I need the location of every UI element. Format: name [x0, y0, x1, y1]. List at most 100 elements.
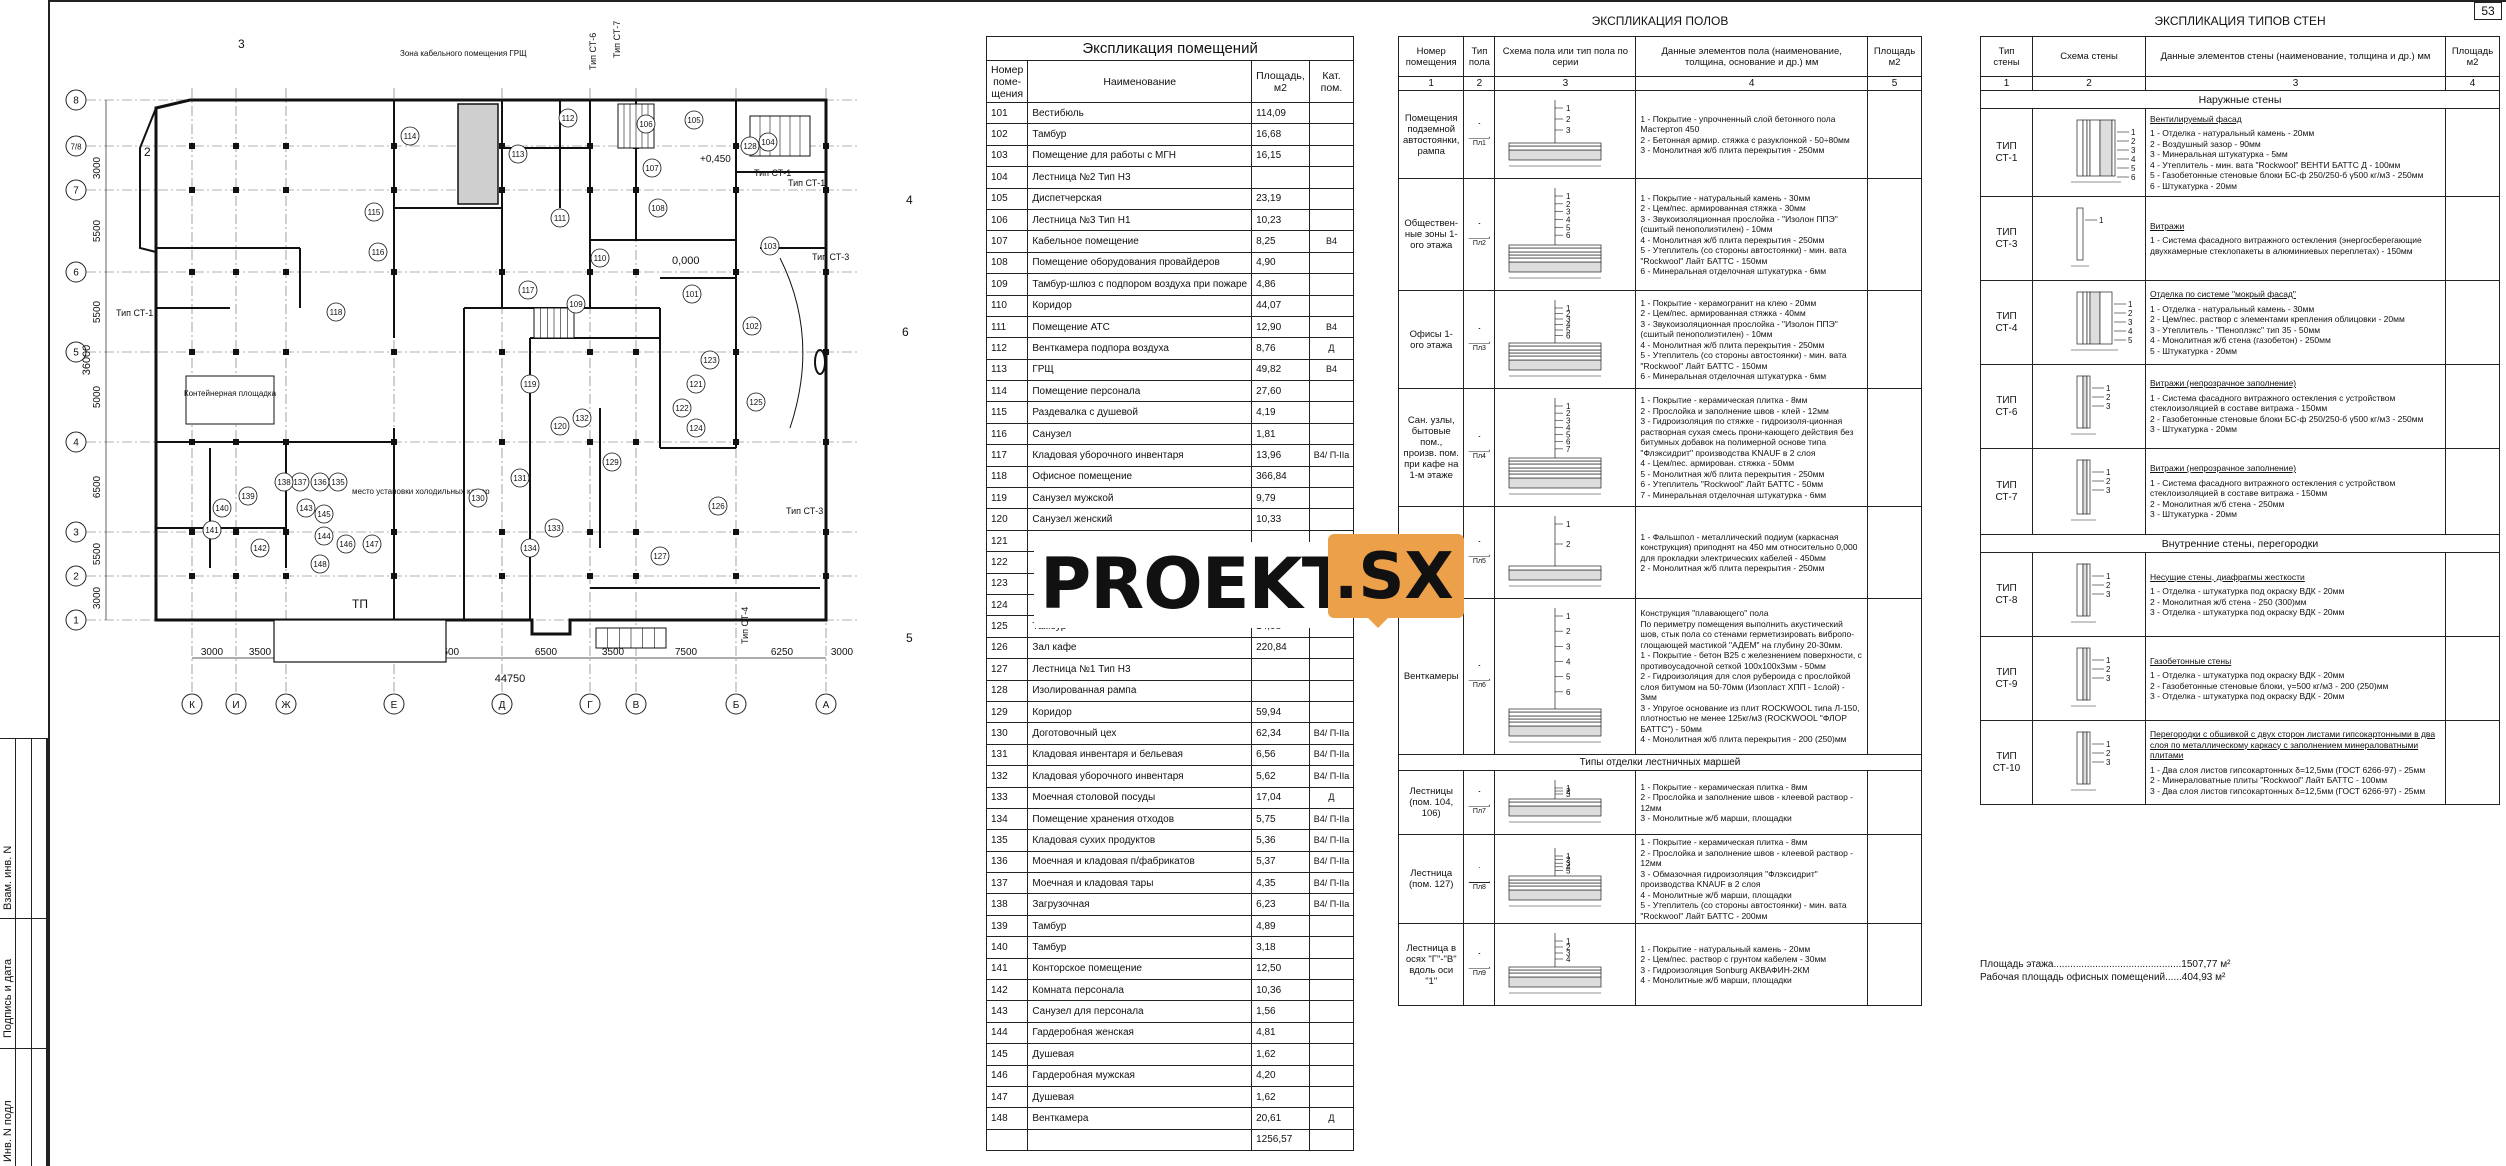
floors-col-header: Схема пола или тип пола по серии	[1494, 36, 1637, 77]
room-tag-number: 142	[253, 544, 267, 553]
room-number: 120	[985, 508, 1029, 531]
room-tag-number: 122	[675, 404, 689, 413]
svg-text:4: 4	[1566, 423, 1571, 432]
svg-text:1: 1	[1566, 192, 1571, 201]
room-name: Тамбур	[1027, 123, 1253, 146]
wall-layer-line: 1 - Система фасадного витражного остекле…	[2150, 235, 2422, 256]
svg-text:6: 6	[2131, 173, 2136, 182]
svg-text:4: 4	[1566, 955, 1571, 964]
svg-text:2: 2	[1566, 115, 1571, 124]
room-number: 101	[985, 101, 1029, 125]
floor-layer-line: 7 - Минеральная отделочная штукатурка - …	[1640, 489, 1827, 500]
room-number: 146	[985, 1064, 1029, 1087]
wall-layer-line: 3 - Минеральная штукатурка - 5мм	[2150, 149, 2288, 160]
wall-type-tag: Тип СТ-6	[588, 33, 598, 70]
room-name: Кладовая уборочного инвентаря	[1027, 444, 1253, 467]
floor-layer-line: 2 - Прослойка и заполнение швов - клеево…	[1640, 847, 1854, 869]
room-area: 1,62	[1251, 1043, 1310, 1066]
room-number: 148	[985, 1107, 1029, 1130]
svg-text:2: 2	[1566, 856, 1571, 865]
floor-layer-line: 1 - Покрытие - натуральный камень - 30мм	[1640, 192, 1811, 203]
floor-room-name: Венткамеры	[1397, 598, 1465, 755]
structural-column	[499, 573, 505, 579]
room-area	[1251, 658, 1310, 681]
room-number: 137	[985, 872, 1029, 895]
floor-area-cell	[1867, 290, 1922, 389]
room-number: 147	[985, 1085, 1029, 1109]
room-area: 27,60	[1251, 380, 1310, 403]
room-area: 3,18	[1251, 936, 1310, 959]
room-area: 9,79	[1251, 487, 1310, 510]
room-name: Душевая	[1027, 1085, 1253, 1109]
room-tag	[700, 350, 720, 370]
room-category	[1308, 422, 1355, 446]
structural-column	[233, 349, 239, 355]
room-number: 108	[985, 251, 1029, 275]
dimension-value: 6500	[92, 475, 103, 498]
svg-text:1: 1	[1566, 402, 1571, 411]
axis-label: И	[232, 700, 239, 711]
floor-room-name: Обществен-ные зоны 1-ого этажа	[1397, 178, 1465, 291]
svg-text:1: 1	[2106, 468, 2111, 477]
svg-text:1: 1	[2099, 216, 2104, 225]
room-category	[1308, 658, 1355, 681]
room-name: Санузел для персонала	[1027, 1000, 1253, 1023]
axis-label: 8	[73, 96, 79, 107]
room-number: 128	[985, 679, 1029, 702]
svg-text:5: 5	[1566, 672, 1571, 681]
room-name: Помещение для работы с МГН	[1027, 144, 1253, 168]
room-tag	[544, 518, 564, 538]
watermark-logo: PROEKT .SX	[1034, 534, 1466, 628]
walls-subheader: Наружные стены	[1980, 90, 2500, 109]
room-tag-number: 145	[317, 510, 331, 519]
svg-text:5: 5	[1566, 223, 1571, 232]
room-number: 106	[985, 208, 1029, 232]
structural-column	[189, 269, 195, 275]
room-area: 10,23	[1251, 208, 1310, 232]
room-area: 59,94	[1251, 700, 1310, 724]
walls-subheader-row: Внутренние стены, перегородки	[1980, 534, 2500, 553]
svg-text:6: 6	[1566, 437, 1571, 446]
floor-layer-line: 1 - Покрытие - упрочненный слой бетонног…	[1640, 113, 1836, 135]
walls-subheader-row: Наружные стены	[1980, 90, 2500, 109]
room-area: 4,86	[1251, 273, 1310, 296]
room-category	[1308, 251, 1355, 275]
svg-text:4: 4	[1566, 657, 1571, 666]
floor-type-marker	[1468, 222, 1491, 239]
rooms-table-title: Экспликация помещений	[985, 36, 1355, 61]
axis-bubble	[383, 693, 405, 715]
section-mark: 5	[906, 631, 913, 645]
svg-text:2: 2	[1566, 199, 1571, 208]
axis-label: 3	[73, 528, 79, 539]
room-tag	[686, 418, 706, 438]
wall-group-heading: Отделка по системе "мокрый фасад"	[2150, 289, 2296, 299]
room-tag	[636, 114, 656, 134]
room-category: В4/ П-IIа	[1308, 893, 1355, 916]
room-category	[1308, 144, 1355, 168]
room-name: Вестибюль	[1027, 101, 1253, 125]
room-tag-number: 119	[524, 380, 537, 389]
walls-col-header: Схема стены	[2032, 36, 2146, 77]
axis-bubble	[275, 693, 297, 715]
room-tag	[364, 202, 384, 222]
room-area: 8,76	[1251, 337, 1310, 360]
floor-layer-line: По периметру помещения выполнить акустич…	[1640, 618, 1855, 650]
room-category	[1308, 401, 1355, 424]
floor-layer-line: 3 - Звукоизоляционная прослойка - "Изоло…	[1640, 213, 1838, 235]
exterior-wall	[139, 107, 157, 253]
room-tag-number: 141	[205, 526, 219, 535]
svg-text:1: 1	[2131, 128, 2136, 137]
floor-layer-line: 5 - Монолитная ж/б плита перекрытия - 25…	[1640, 468, 1825, 479]
floor-layer-line: 2 - Цем/пес. раствор с грунтом кабелем -…	[1640, 954, 1827, 964]
room-area: 5,37	[1251, 850, 1310, 874]
layer-scheme: 123	[2071, 563, 2111, 622]
axis-label: К	[189, 700, 195, 711]
room-category: В4/ П-IIа	[1308, 829, 1355, 852]
